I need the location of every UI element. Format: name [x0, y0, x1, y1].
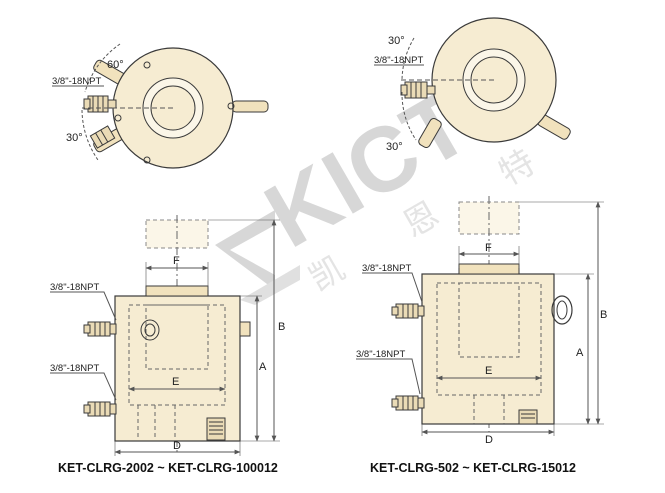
lifting-ring-inner: [144, 323, 156, 337]
watermark-logo-shape: [215, 210, 275, 290]
hydraulic-coupler-upper: [83, 321, 117, 337]
right-front-view: F E D A B 3/8"-18NPT 3/8"-18NPT KET-CLRG…: [356, 196, 607, 475]
thread-lines: [521, 413, 535, 419]
cylinder-body: [421, 273, 555, 425]
leader-line: [356, 358, 421, 395]
left-top-view: 60° 30° 3/8"-18NPT: [52, 43, 269, 169]
port-label-upper: 3/8"-18NPT: [50, 282, 100, 293]
dim-label-B: B: [278, 321, 285, 333]
angle-arc-60: [84, 43, 121, 93]
plunger-retracted: [458, 263, 520, 275]
bolt-icon: [227, 102, 235, 110]
hydraulic-coupler: [89, 125, 116, 149]
lifting-ring: [140, 319, 160, 341]
hydraulic-coupler-lower: [391, 395, 425, 411]
port-label-lower: 3/8"-18NPT: [356, 349, 406, 360]
dim-label-E: E: [172, 376, 179, 388]
leader-line: [362, 272, 423, 303]
port-label-lower: 3/8"-18NPT: [50, 363, 100, 374]
dim-label-D: D: [485, 434, 493, 446]
bolt-icon: [143, 61, 151, 69]
lifting-handle-left: [418, 117, 442, 149]
port-label: 3/8"-18NPT: [52, 76, 102, 87]
hydraulic-coupler: [83, 95, 117, 113]
model-caption: KET-CLRG-2002 ~ KET-CLRG-100012: [58, 461, 278, 475]
dim-label-F: F: [485, 242, 492, 254]
port-label-upper: 3/8"-18NPT: [362, 263, 412, 274]
left-front-view: F E D A B 3/8"-18NPT 3/8"-18NPT KET-CLRG…: [50, 215, 285, 475]
hidden-bore: [145, 304, 209, 370]
hydraulic-coupler-upper: [391, 303, 425, 319]
watermark-logo-shape-2: [240, 265, 300, 305]
angle-arc-30-top: [401, 37, 415, 81]
angle-label-30-bottom: 30°: [386, 141, 403, 153]
lifting-handle-right: [231, 100, 269, 113]
threaded-port: [206, 417, 226, 441]
dim-label-D: D: [173, 440, 181, 452]
angle-label-30-top: 30°: [388, 35, 405, 47]
hidden-cylinder: [436, 282, 542, 396]
dim-label-F: F: [173, 255, 180, 267]
bolt-icon: [114, 114, 122, 122]
watermark-cn-3: 特: [493, 142, 542, 194]
dim-label-E: E: [485, 365, 492, 377]
right-top-view: 30° 3/8"-18NPT 30°: [374, 17, 571, 153]
leader-line: [50, 372, 117, 401]
lifting-handle: [239, 321, 251, 337]
hydraulic-coupler-lower: [83, 401, 117, 417]
lifting-ring-inner: [556, 300, 568, 320]
dim-label-B: B: [600, 309, 607, 321]
leader-line: [50, 291, 117, 321]
model-caption: KET-CLRG-502 ~ KET-CLRG-15012: [370, 461, 576, 475]
threaded-port: [518, 409, 538, 425]
angle-arc-30-bottom: [401, 91, 417, 141]
angle-label-60: 60°: [107, 59, 124, 71]
plunger-retracted: [145, 285, 209, 297]
angle-label-30: 30°: [66, 132, 83, 144]
thread-lines: [209, 421, 223, 435]
dim-label-A: A: [576, 347, 584, 359]
dim-label-A: A: [259, 361, 267, 373]
bolt-icon: [143, 156, 151, 164]
lifting-ring: [551, 295, 573, 325]
hydraulic-coupler: [400, 81, 436, 99]
angle-arc-30: [81, 109, 99, 161]
port-label: 3/8"-18NPT: [374, 55, 424, 66]
